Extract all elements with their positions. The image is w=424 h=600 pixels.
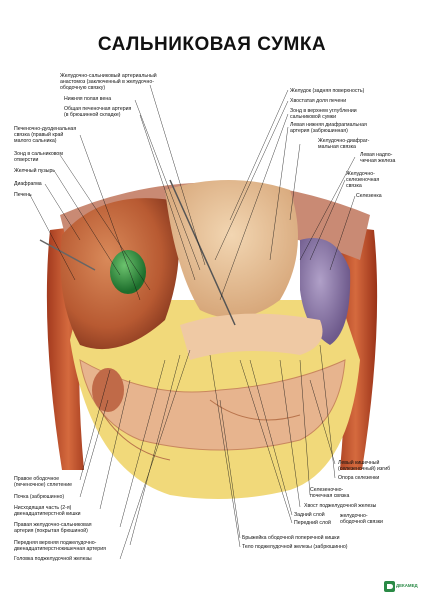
label-gastrocolic-ligament: желудочно- ободочной связки [340,513,383,526]
label-spleen-support: Опора селезенки [338,475,380,481]
label-diaphragm: Диафрагма [14,181,42,187]
label-pancreas-tail: Хвост поджелудочной железы [304,503,377,509]
label-transverse-mesocolon: Брыжейка ободочной поперечной кишки [242,535,340,541]
label-left-colic-flexure: Левый кишечный (селезеночный) изгиб [338,460,391,473]
leader-lines-left [29,84,206,560]
label-pancreaticoduodenal-artery: Передняя верхняя поджелудочно- двенадцат… [14,540,106,553]
label-left-inferior-phrenic-artery: Левая нижняя диафрагмальная артерия (заб… [290,122,367,135]
label-probe-superior-recess: Зонд в верхнем углублении сальниковой су… [290,108,357,121]
publisher-logo [384,581,395,592]
label-inferior-vena-cava: Нижняя полая вена [64,96,112,102]
label-liver: Печень [14,192,32,198]
label-gastrosplenic-ligament: Желудочно- селезеночная связка [346,171,380,190]
publisher-logo-text: ДЕКАМЕД [396,583,418,588]
kidney [92,368,124,412]
label-splenorenal-ligament: Селезеночно- почечная связка [310,487,350,500]
label-duodenum-descending: Нисходящая часть (2-я) двенадцатиперстно… [14,505,81,518]
label-right-gastroepiploic-artery: Правая желудочно-сальниковая артерия (по… [14,522,92,535]
stomach [165,180,298,318]
label-kidney: Почка (забрюшинно) [14,494,65,500]
label-probe-epiploic-foramen: Зонд в сальниковом отверстии [14,151,63,164]
label-posterior-layer: Задний слой [294,512,325,518]
label-hepatoduodenal-ligament: Печеночно-дуоденальная связка (правый кр… [14,126,77,145]
pancreas [180,313,323,360]
label-gastrophrenic-ligament: Желудочно-диафраг- мальная связка [318,138,370,151]
colon [79,359,346,451]
probe-left [39,239,96,271]
label-stomach-posterior: Желудок (задняя поверхность) [290,88,365,94]
label-pancreas-body: Тело поджелудочной железы (забрюшинно) [242,544,348,550]
label-pancreas-head: Головка поджелудочной железы [14,556,92,562]
label-left-adrenal-gland: Левая надпо- чечная железа [360,152,396,165]
probe-center [169,179,236,326]
label-caudate-lobe: Хвостатая доля печени [290,98,347,104]
label-gallbladder: Желчный пузырь [14,168,56,174]
label-gastroepiploic-anastomosis: Желудочно-сальниковый артериальный анаст… [60,73,157,92]
label-common-hepatic-artery: Общая печеночная артерия (в брюшинной ск… [64,106,132,119]
label-anterior-layer: Передний слой [294,520,331,526]
colon-fold [94,399,171,461]
label-spleen: Селезенка [356,193,382,199]
spleen [300,238,351,345]
page-title: САЛЬНИКОВАЯ СУМКА [97,34,327,55]
label-right-colic-plexus: Правое ободочное (печеночное) сплетение [14,476,72,489]
leader-lines-right [209,89,356,548]
gallbladder [110,250,146,294]
